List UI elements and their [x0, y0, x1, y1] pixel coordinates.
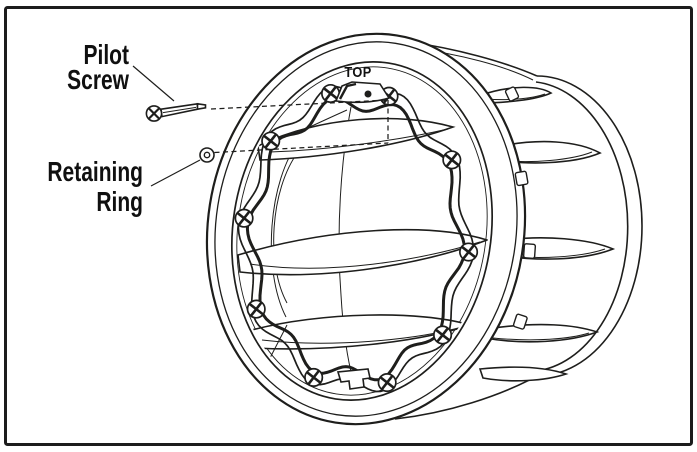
- phillips-cross-icon: [383, 89, 395, 104]
- phillips-cross-icon: [238, 211, 250, 226]
- ring-outer: [199, 147, 215, 163]
- retaining-ring-axis-dash: [205, 142, 389, 154]
- top-marking: TOP: [344, 63, 371, 80]
- scalloped-band-outer: [237, 85, 475, 393]
- flange-rim-line: [214, 41, 518, 417]
- pilot-screw-label-line2: Screw: [67, 65, 129, 96]
- top-marking-text: TOP: [344, 63, 371, 80]
- pilot-screw-label: Pilot Screw: [67, 40, 129, 96]
- pilot-screw-hole: [364, 90, 372, 98]
- screw-shaft-line: [162, 106, 197, 114]
- screw-tip: [196, 102, 207, 111]
- mounting-screw: [246, 299, 266, 319]
- retaining-ring-label-line2: Ring: [96, 187, 143, 218]
- phillips-cross-icon: [148, 107, 160, 120]
- mounting-screw: [442, 150, 462, 170]
- back-rim-inner: [535, 81, 629, 372]
- back-rim-outer: [536, 75, 643, 377]
- fin-mount-nubs: [504, 86, 537, 330]
- pilot-screw-part: [145, 102, 207, 122]
- pilot-screw-leader-line: [132, 65, 175, 102]
- inner-wall-arc: [273, 151, 299, 304]
- fin-line: [492, 332, 590, 341]
- alignment-dashed-lines: [205, 99, 389, 154]
- phillips-cross-icon: [462, 244, 475, 260]
- mounting-screw: [377, 372, 397, 393]
- pilot-screw-tab: [334, 81, 391, 104]
- band-bottom-notch: [336, 368, 371, 390]
- mounting-screw: [459, 242, 479, 262]
- nub: [512, 313, 528, 330]
- mounting-screws: [234, 83, 479, 393]
- retaining-ring-leader-line: [150, 159, 201, 187]
- phillips-cross-icon: [381, 375, 394, 390]
- mounting-screw: [304, 367, 324, 388]
- phillips-cross-icon: [264, 133, 277, 149]
- mounting-screw: [234, 208, 254, 228]
- pilot-screw-axis-dash: [210, 99, 389, 110]
- tab-step: [338, 82, 357, 100]
- mounting-screw: [321, 83, 341, 104]
- ring-inner: [203, 151, 211, 159]
- fin: [478, 366, 569, 382]
- diagram-border: [4, 6, 693, 446]
- phillips-cross-icon: [250, 301, 263, 317]
- phillips-cross-icon: [445, 152, 458, 167]
- retaining-ring-label: Retaining Ring: [47, 157, 143, 218]
- mounting-screw: [261, 131, 281, 151]
- pilot-screw-label-line1: Pilot: [84, 40, 129, 71]
- interior-rib: [237, 228, 490, 276]
- phillips-cross-icon: [307, 370, 320, 385]
- phillips-cross-icon: [324, 86, 337, 101]
- body-bottom-edge: [394, 375, 538, 420]
- retaining-ring-part: [199, 147, 215, 163]
- nub: [522, 243, 537, 259]
- mounting-screw: [433, 325, 453, 345]
- phillips-cross-icon: [436, 327, 449, 343]
- flange-opening-edge: [230, 61, 494, 401]
- interior-rib-line: [249, 241, 481, 269]
- nub: [504, 86, 520, 102]
- nub: [514, 170, 529, 187]
- scalloped-band-inner: [245, 96, 467, 382]
- retaining-ring-label-line1: Retaining: [47, 157, 143, 188]
